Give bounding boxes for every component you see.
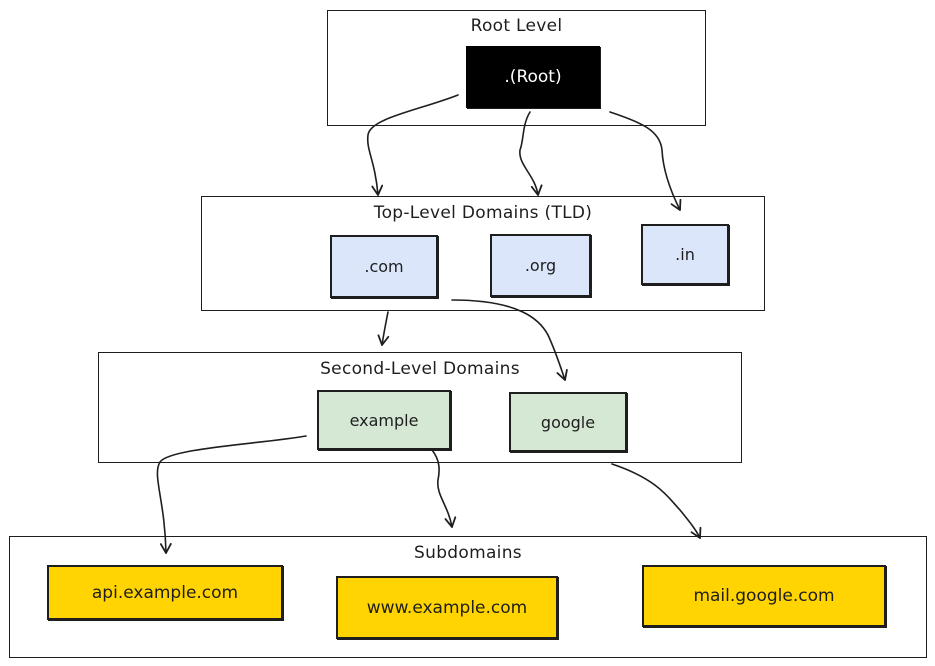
sub-node-api-label: api.example.com — [91, 582, 239, 603]
root-level-title: Root Level — [470, 16, 563, 36]
sub-level-box: Subdomains — [9, 536, 927, 658]
sub-level-title: Subdomains — [414, 543, 522, 563]
second-node-example-label: example — [349, 410, 419, 430]
sub-node-www[interactable]: www.example.com — [336, 576, 558, 639]
tld-node-com-label: .com — [364, 257, 404, 276]
root-level-box: Root Level — [327, 10, 706, 126]
root-node[interactable]: .(Root) — [466, 46, 600, 108]
second-node-google[interactable]: google — [509, 392, 627, 452]
sub-node-mail-label: mail.google.com — [693, 586, 835, 606]
tld-node-com[interactable]: .com — [330, 235, 438, 298]
root-node-label: .(Root) — [504, 67, 562, 87]
second-node-google-label: google — [540, 412, 596, 432]
tld-node-org[interactable]: .org — [490, 234, 591, 297]
sub-node-api[interactable]: api.example.com — [47, 565, 283, 620]
tld-node-in[interactable]: .in — [641, 224, 729, 285]
second-level-title: Second-Level Domains — [320, 359, 520, 379]
second-node-example[interactable]: example — [317, 390, 451, 450]
arrow-google-to-mail — [611, 463, 702, 539]
sub-node-mail[interactable]: mail.google.com — [642, 565, 886, 627]
tld-node-org-label: .org — [524, 256, 557, 275]
tld-level-title: Top-Level Domains (TLD) — [373, 203, 593, 223]
sub-node-www-label: www.example.com — [366, 597, 528, 618]
arrow-com-to-example — [377, 311, 390, 346]
tld-node-in-label: .in — [675, 245, 695, 264]
